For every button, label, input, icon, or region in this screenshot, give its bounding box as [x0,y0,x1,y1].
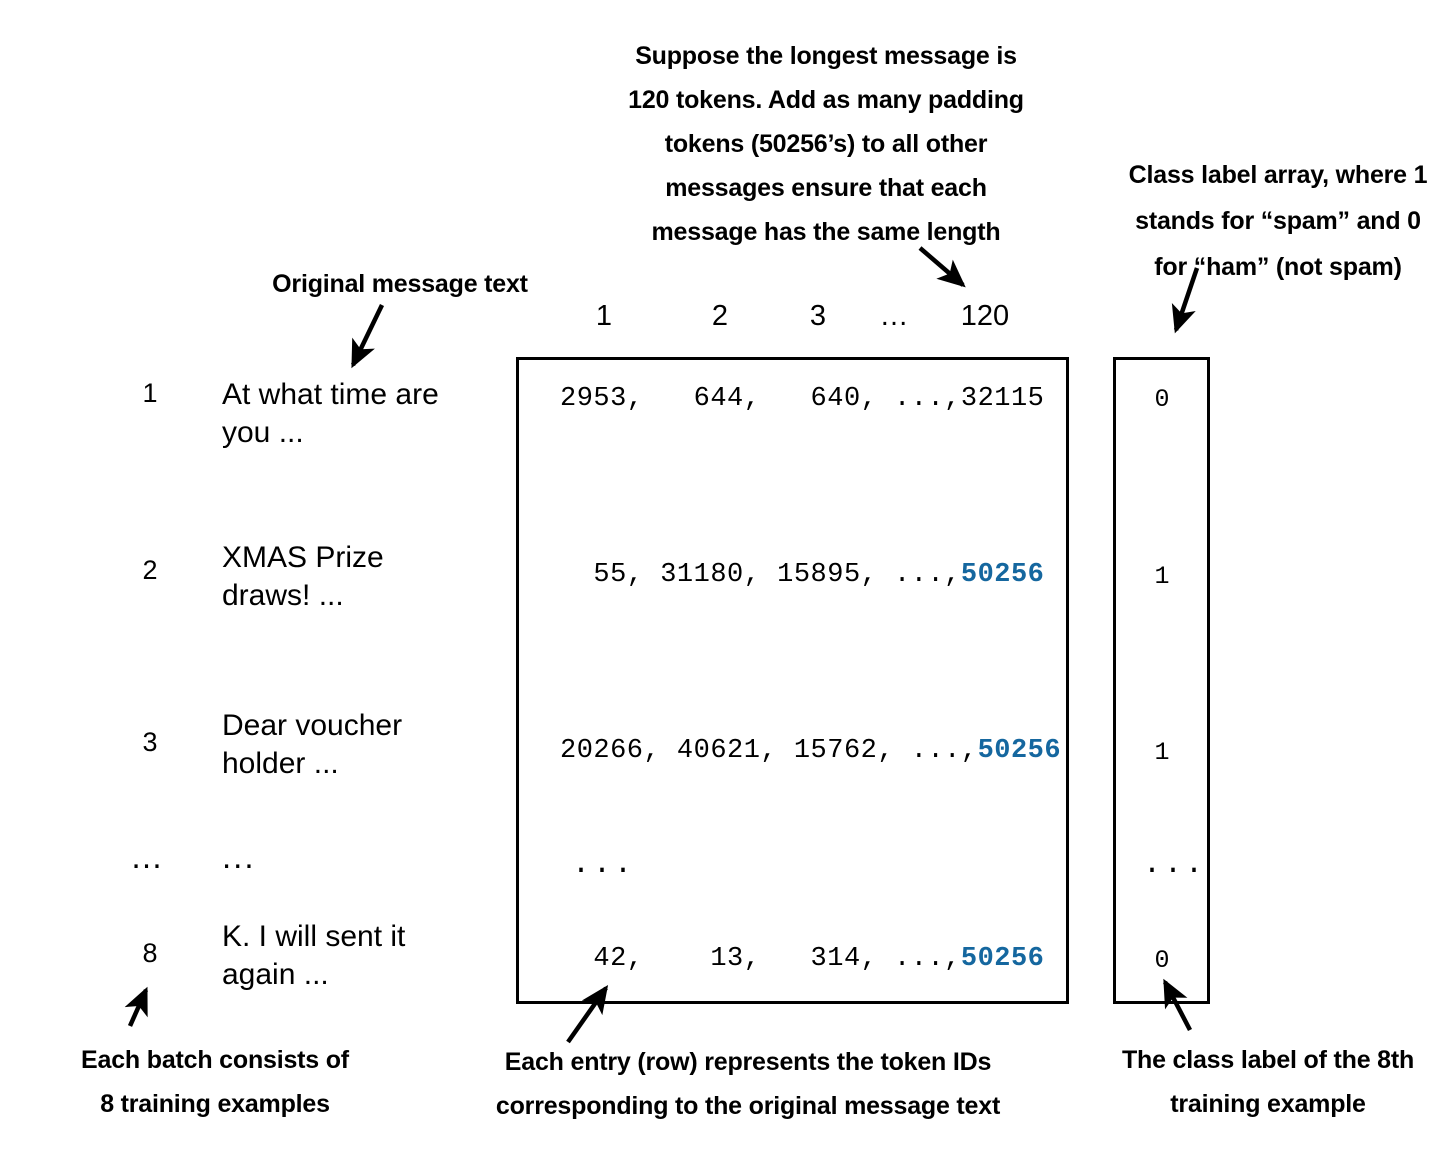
row-message-8: K. I will sent it again ... [222,920,406,991]
row-index-1: 1 [142,378,158,408]
class-label-array-box [1113,357,1210,1004]
token-row-1-last: 32115 [960,384,1045,414]
row-index-3: 3 [142,727,158,757]
annotation-original-message-text: Original message text [272,270,528,298]
row-message-1: At what time are you ... [222,378,439,449]
token-row-2-prefix: 55, 31180, 15895, ..., [560,560,961,590]
token-row-3: 20266, 40621, 15762, ...,50256 [560,736,1061,766]
token-row-3-last: 50256 [977,736,1062,766]
token-row-8-last: 50256 [960,944,1045,974]
row-index-8: 8 [142,938,158,968]
column-header-1: 1 [595,300,613,332]
token-row-3-prefix: 20266, 40621, 15762, ..., [560,736,978,766]
arrow-original-text-to-messages [350,304,385,369]
annotation-padding-explanation: Suppose the longest message is 120 token… [628,42,1024,246]
column-header-2: 2 [711,300,729,332]
caption-batch-size: Each batch consists of 8 training exampl… [81,1046,349,1118]
row-message-ellipsis: ... [222,838,256,875]
class-label-2: 1 [1154,562,1170,591]
row-message-2: XMAS Prize draws! ... [222,541,384,612]
row-index-ellipsis: … [130,838,165,875]
token-row-1: 2953, 644, 640, ...,32115 [560,384,1044,414]
row-index-2: 2 [142,555,158,585]
token-id-matrix-box [516,357,1069,1004]
token-row-8: 42, 13, 314, ...,50256 [560,944,1044,974]
class-label-8: 0 [1154,946,1170,975]
token-row-2-last: 50256 [960,560,1045,590]
column-header-ellipsis: … [879,300,909,332]
class-label-ellipsis: ... [1143,848,1207,882]
column-header-3: 3 [809,300,827,332]
token-row-8-prefix: 42, 13, 314, ..., [560,944,961,974]
token-row-2: 55, 31180, 15895, ...,50256 [560,560,1044,590]
caption-token-ids: Each entry (row) represents the token ID… [495,1048,1001,1120]
token-row-1-prefix: 2953, 644, 640, ..., [560,384,961,414]
token-row-ellipsis: ... [572,848,636,882]
class-label-1: 0 [1154,385,1170,414]
row-message-3: Dear voucher holder ... [222,709,403,780]
arrow-batch-to-row-index [124,986,149,1027]
annotation-class-label-array: Class label array, where 1 stands for “s… [1128,161,1428,281]
caption-class-label-8th: The class label of the 8th training exam… [1121,1046,1415,1118]
column-header-120: 120 [960,300,1010,332]
class-label-3: 1 [1154,738,1170,767]
